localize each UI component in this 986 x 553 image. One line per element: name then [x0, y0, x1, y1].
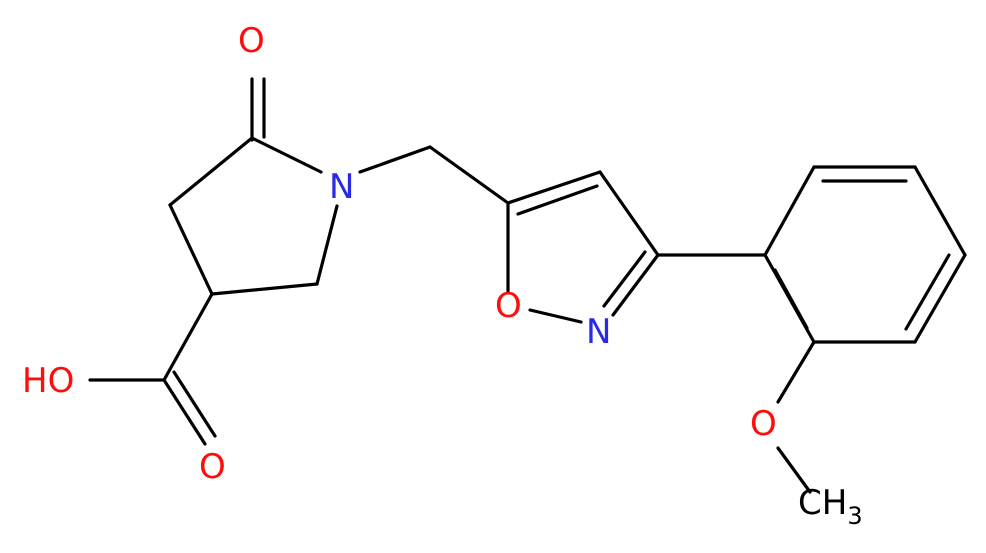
bond-c3-n2-outer	[611, 253, 660, 317]
bond-ph-c4-c5-outer	[913, 253, 967, 344]
atom-o-ketone: O	[238, 21, 265, 61]
bond-cooh-o-double-b	[172, 370, 217, 438]
bonds	[88, 77, 967, 494]
atom-methyl-ch: CH	[798, 483, 847, 523]
bond-c4-c3-isoxazole	[598, 170, 660, 257]
bond-c5-n1	[250, 136, 323, 174]
bond-ph-o-methoxy	[776, 340, 816, 404]
atom-methyl: CH3	[798, 483, 863, 530]
bond-ph-c1-c2	[763, 165, 816, 257]
bond-c5-c4	[168, 136, 254, 207]
bond-o-methyl	[776, 446, 812, 494]
bond-c3-cooh	[162, 292, 214, 382]
bond-ch2-isoxazole	[428, 145, 510, 205]
atom-ho-hydroxyl: HO	[22, 361, 74, 401]
bond-c2-n1	[315, 204, 339, 286]
bond-c3-n2-inner	[602, 250, 647, 308]
atom-o-isoxazole: O	[495, 286, 522, 326]
bond-c3-c2	[210, 282, 319, 296]
bond-ph-c3-c4	[913, 165, 967, 257]
bond-c5-c4-isoxazole-outer	[506, 170, 602, 205]
atom-o-carbonyl: O	[199, 447, 226, 487]
atom-labels: O N O N HO O O CH3	[22, 21, 863, 530]
bond-cooh-o-double-a	[162, 378, 207, 446]
atom-o-methoxy: O	[750, 404, 777, 444]
bond-c5-c4-isoxazole-inner	[516, 184, 599, 216]
atom-methyl-subscript: 3	[847, 502, 862, 530]
bond-ph-c4-c5-inner	[904, 253, 951, 331]
bond-n1-ch2	[358, 145, 432, 174]
bond-ph-c6-c1-inner	[773, 268, 809, 330]
atom-n-isoxazole: N	[586, 312, 611, 352]
bond-n2-o1	[528, 308, 583, 324]
atom-n-pyrrolidinone: N	[329, 167, 354, 207]
bond-c4-c3	[168, 203, 214, 296]
